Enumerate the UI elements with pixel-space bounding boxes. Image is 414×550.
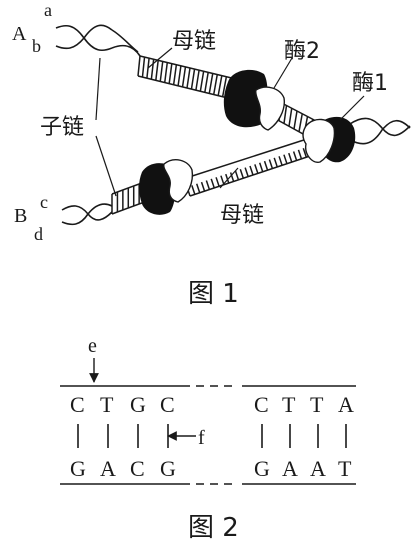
- base-pair-rung: [195, 70, 200, 91]
- enzyme-lower-shape: [139, 159, 194, 215]
- base-letter: A: [310, 456, 326, 481]
- base-letter: C: [130, 456, 145, 481]
- base-pair-rung: [283, 105, 288, 124]
- enzyme-1-shape: [302, 116, 356, 163]
- base-letter: G: [160, 456, 176, 481]
- base-pair-rung: [298, 113, 303, 132]
- strand-hatch: [268, 159, 274, 169]
- base-pair-rung: [217, 75, 223, 96]
- strand-helix-right: [349, 117, 411, 145]
- strand-hatch: [229, 172, 235, 182]
- base-pair-rung: [199, 71, 205, 92]
- label-a: a: [44, 0, 52, 20]
- base-letter: G: [130, 392, 146, 417]
- base-pair-rung: [159, 61, 164, 82]
- strand-hatch: [273, 157, 278, 168]
- label-B: B: [14, 205, 27, 227]
- base-pair-rung: [163, 62, 169, 83]
- base-letter: T: [282, 392, 296, 417]
- hydrogen-bonds-left: [77, 424, 169, 448]
- base-pair-rung: [146, 58, 150, 79]
- strand-hatch: [225, 173, 230, 184]
- strand-hatch: [254, 164, 259, 174]
- base-letter: G: [254, 456, 270, 481]
- base-pair-rung: [172, 64, 178, 85]
- label-b: b: [32, 36, 41, 56]
- label-c: c: [40, 192, 48, 212]
- strand-hatch: [195, 183, 201, 194]
- strand-hatch: [263, 160, 269, 171]
- base-pair-rung: [137, 55, 141, 77]
- label-enzyme2: 酶2: [284, 39, 320, 64]
- label-daughter: 子链: [40, 115, 84, 140]
- base-letter: C: [160, 392, 175, 417]
- base-pair-rung: [177, 65, 182, 86]
- base-pair-rung: [168, 63, 173, 84]
- strand-hatch: [220, 175, 225, 185]
- base-pair-rung: [155, 60, 159, 81]
- strand-hatch: [191, 185, 196, 195]
- caption-figure-2: 图 2: [188, 513, 239, 543]
- strand-hatch: [210, 178, 215, 189]
- strand-hatch: [205, 180, 211, 190]
- strand-hatch: [244, 167, 249, 177]
- strand-hatch: [200, 181, 206, 192]
- base-pair-rung: [204, 72, 209, 93]
- strand-hatch: [215, 177, 220, 187]
- label-d: d: [34, 224, 43, 244]
- base-letter: A: [338, 392, 354, 417]
- figure-1: A a b B c d 母链 酶2 酶1 子链 母链 图 1: [12, 0, 411, 309]
- base-letter: C: [70, 392, 85, 417]
- strand-hatch: [234, 170, 240, 181]
- base-pair-rung: [288, 108, 293, 127]
- base-pair-rung: [293, 110, 298, 130]
- strand-hatch: [288, 152, 293, 163]
- caption-figure-1: 图 1: [188, 279, 239, 309]
- base-letter: C: [254, 392, 269, 417]
- strand-hatch: [302, 147, 308, 158]
- base-pair-rung: [212, 74, 219, 95]
- lower-parent-strand: [185, 137, 317, 197]
- strand-hatch: [292, 151, 298, 161]
- strand-a-helix-left: [55, 24, 141, 57]
- strand-hatch: [283, 154, 288, 164]
- base-pair-rung: [141, 57, 146, 78]
- base-letter: T: [338, 456, 352, 481]
- strand-hatch: [249, 165, 254, 176]
- strand-hatch: [258, 162, 264, 173]
- strand-b-helix-left: [61, 203, 113, 226]
- base-letter: T: [310, 392, 324, 417]
- hydrogen-bonds-right: [261, 424, 347, 448]
- base-letter: T: [100, 392, 114, 417]
- label-parent-top: 母链: [172, 29, 216, 54]
- label-enzyme1: 酶1: [352, 71, 388, 96]
- label-leaders: [95, 47, 365, 197]
- strand-hatch: [239, 168, 245, 179]
- label-A: A: [12, 23, 27, 45]
- marker-e: e: [88, 335, 97, 357]
- base-pair-rung: [150, 59, 155, 80]
- enzyme-2-shape: [223, 69, 285, 131]
- strand-hatch: [278, 156, 283, 166]
- marker-f: f: [198, 427, 205, 449]
- base-letter: A: [100, 456, 116, 481]
- base-pair-rung: [221, 76, 228, 97]
- label-parent-bottom: 母链: [220, 203, 264, 228]
- base-pair-rung: [208, 73, 214, 94]
- strand-hatch: [297, 149, 303, 160]
- base-letter: A: [282, 456, 298, 481]
- base-pair-rung: [186, 67, 191, 89]
- base-pair-rung: [190, 68, 196, 90]
- base-pair-rung: [181, 66, 187, 88]
- base-letter: G: [70, 456, 86, 481]
